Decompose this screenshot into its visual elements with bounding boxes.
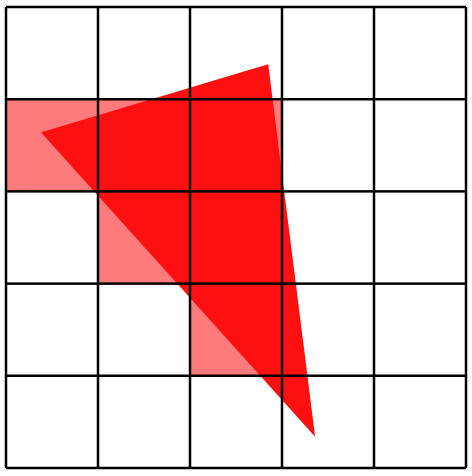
grid-lines <box>4 5 468 470</box>
red-triangle <box>41 64 316 437</box>
triangle-layer <box>41 64 316 437</box>
